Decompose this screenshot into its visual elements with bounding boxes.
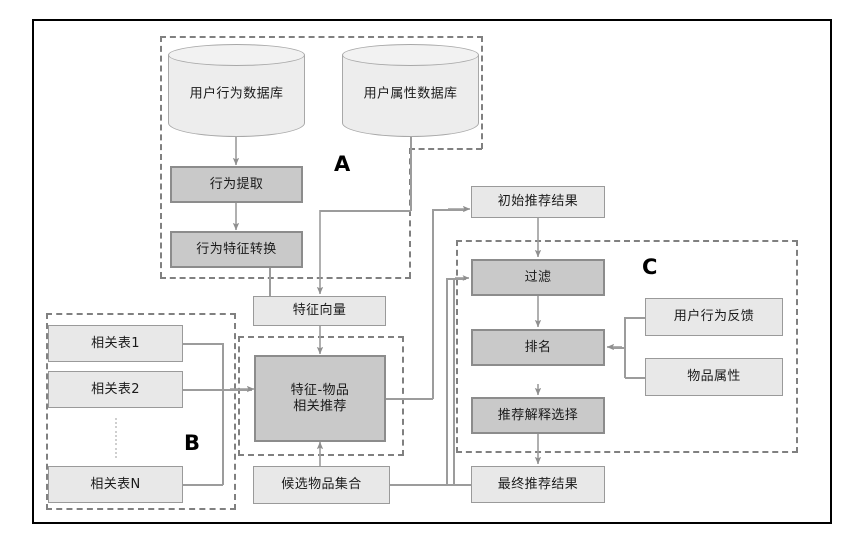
node-feature-vector[interactable]: 特征向量 bbox=[253, 296, 386, 326]
connector-attrdb-left bbox=[320, 210, 411, 212]
group-a-edge-notch bbox=[409, 148, 482, 150]
node-user-behavior-feedback[interactable]: 用户行为反馈 bbox=[645, 298, 783, 336]
group-a-label: A bbox=[334, 152, 351, 176]
connector-core-out-up bbox=[432, 209, 434, 399]
node-candidate-item-set[interactable]: 候选物品集合 bbox=[253, 466, 390, 504]
node-behavior-extraction[interactable]: 行为提取 bbox=[170, 166, 303, 203]
cylinder-body bbox=[342, 55, 479, 137]
node-relation-table-n[interactable]: 相关表N bbox=[48, 466, 183, 503]
connector-core-out-to-initial bbox=[432, 209, 466, 211]
connector-final-left bbox=[447, 484, 472, 486]
connector-rt1-right bbox=[183, 343, 223, 345]
relation-table-ellipsis bbox=[114, 418, 117, 458]
outer-frame bbox=[32, 19, 832, 524]
db-user-behavior: 用户行为数据库 bbox=[168, 44, 305, 137]
connector-final-up bbox=[446, 278, 448, 485]
db-user-attribute: 用户属性数据库 bbox=[342, 44, 479, 137]
connector-feedback-bus-to-ranking bbox=[612, 347, 625, 349]
connector-attrdb-down bbox=[410, 135, 412, 211]
connector-final-to-filter bbox=[446, 278, 466, 280]
connector-rt2-right bbox=[183, 389, 223, 391]
node-relation-table-1[interactable]: 相关表1 bbox=[48, 325, 183, 362]
node-item-attribute[interactable]: 物品属性 bbox=[645, 358, 783, 396]
node-ranking[interactable]: 排名 bbox=[471, 329, 605, 366]
group-center-box bbox=[238, 336, 404, 456]
node-initial-recommend-result[interactable]: 初始推荐结果 bbox=[471, 186, 605, 218]
connector-candidate-up bbox=[453, 278, 455, 485]
node-relation-table-2[interactable]: 相关表2 bbox=[48, 371, 183, 408]
db-user-behavior-label: 用户行为数据库 bbox=[189, 85, 284, 101]
group-a-edge-top bbox=[160, 36, 483, 38]
cylinder-body bbox=[168, 55, 305, 137]
group-b-box bbox=[46, 313, 236, 510]
group-b-label: B bbox=[184, 431, 201, 455]
node-final-recommend-result[interactable]: 最终推荐结果 bbox=[471, 466, 605, 503]
group-a-edge-right-lower bbox=[409, 148, 411, 278]
group-a-edge-left bbox=[160, 36, 162, 278]
connector-rt-bus bbox=[222, 343, 224, 485]
db-user-attribute-label: 用户属性数据库 bbox=[363, 85, 458, 101]
group-a-edge-bottom bbox=[160, 277, 411, 279]
cylinder-top bbox=[168, 44, 305, 66]
node-filter[interactable]: 过滤 bbox=[471, 259, 605, 296]
connector-core-out-right bbox=[386, 398, 433, 400]
connector-transform-down bbox=[269, 268, 271, 296]
connector-itemattr-left bbox=[625, 377, 646, 379]
group-c-box bbox=[456, 240, 798, 453]
group-a-edge-right-upper bbox=[481, 36, 483, 149]
cylinder-top bbox=[342, 44, 479, 66]
node-behavior-feature-transform[interactable]: 行为特征转换 bbox=[170, 231, 303, 268]
node-feature-item-recommend[interactable]: 特征-物品 相关推荐 bbox=[254, 355, 386, 442]
connector-rt-bus-to-core bbox=[222, 389, 252, 391]
node-explanation-selection[interactable]: 推荐解释选择 bbox=[471, 397, 605, 434]
connector-feedback-left bbox=[625, 317, 646, 319]
connector-candidate-right bbox=[390, 484, 454, 486]
group-c-label: C bbox=[642, 255, 658, 279]
connector-rtn-right bbox=[183, 484, 223, 486]
